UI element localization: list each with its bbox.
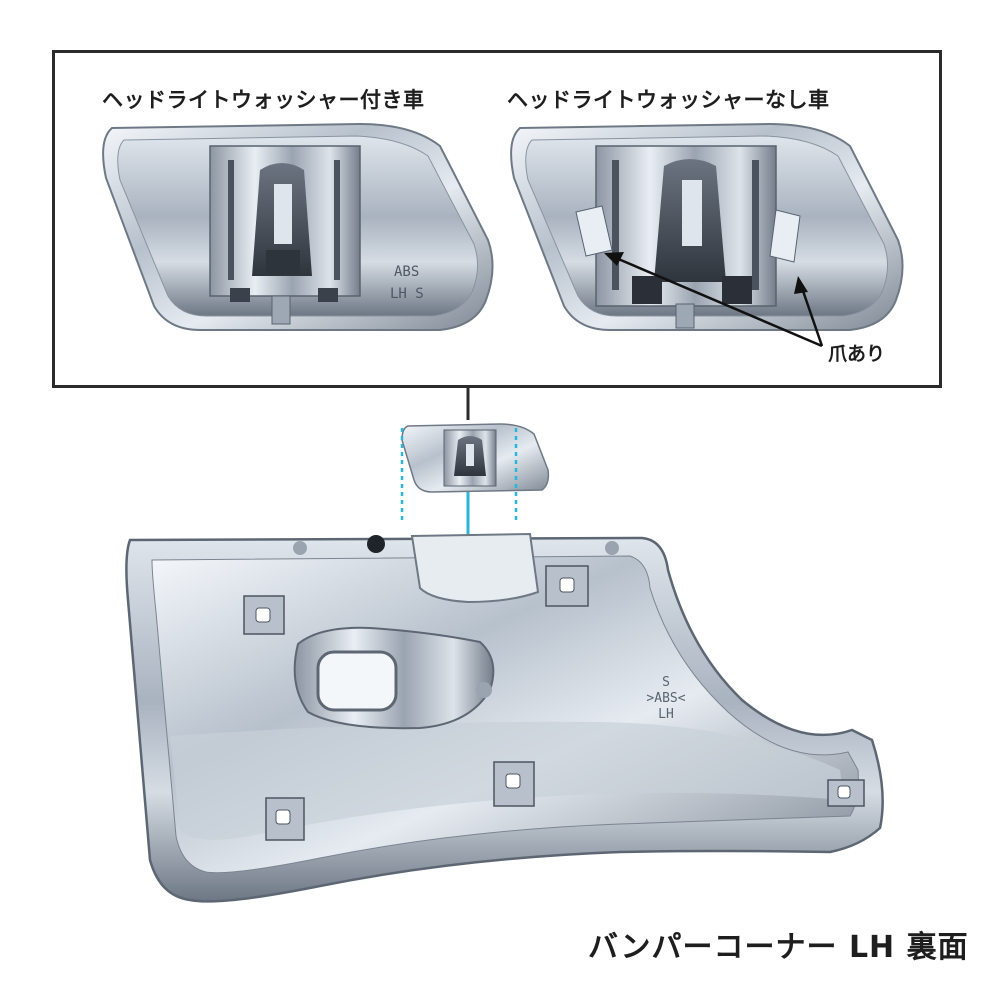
label-without-washer: ヘッドライトウォッシャーなし車: [507, 88, 830, 112]
bumper-marking-lh: LH: [658, 707, 674, 722]
cap-without-washer: [510, 122, 904, 331]
small-cap: [401, 423, 550, 493]
bumper-marking-abs: >ABS<: [646, 691, 685, 706]
cap-marking-lhs: LH S: [390, 286, 424, 302]
claw-arrows: [604, 252, 824, 348]
caption-bumper-corner: バンパーコーナー LH 裏面: [588, 930, 969, 965]
bumper-marking-s: S: [662, 675, 670, 690]
cap-marking-abs: ABS: [394, 264, 419, 280]
cap-with-washer: ABS LH S: [102, 122, 494, 331]
bumper-corner: S >ABS< LH: [125, 532, 884, 903]
label-with-washer: ヘッドライトウォッシャー付き車: [102, 88, 425, 112]
label-claw: 爪あり: [828, 343, 886, 365]
